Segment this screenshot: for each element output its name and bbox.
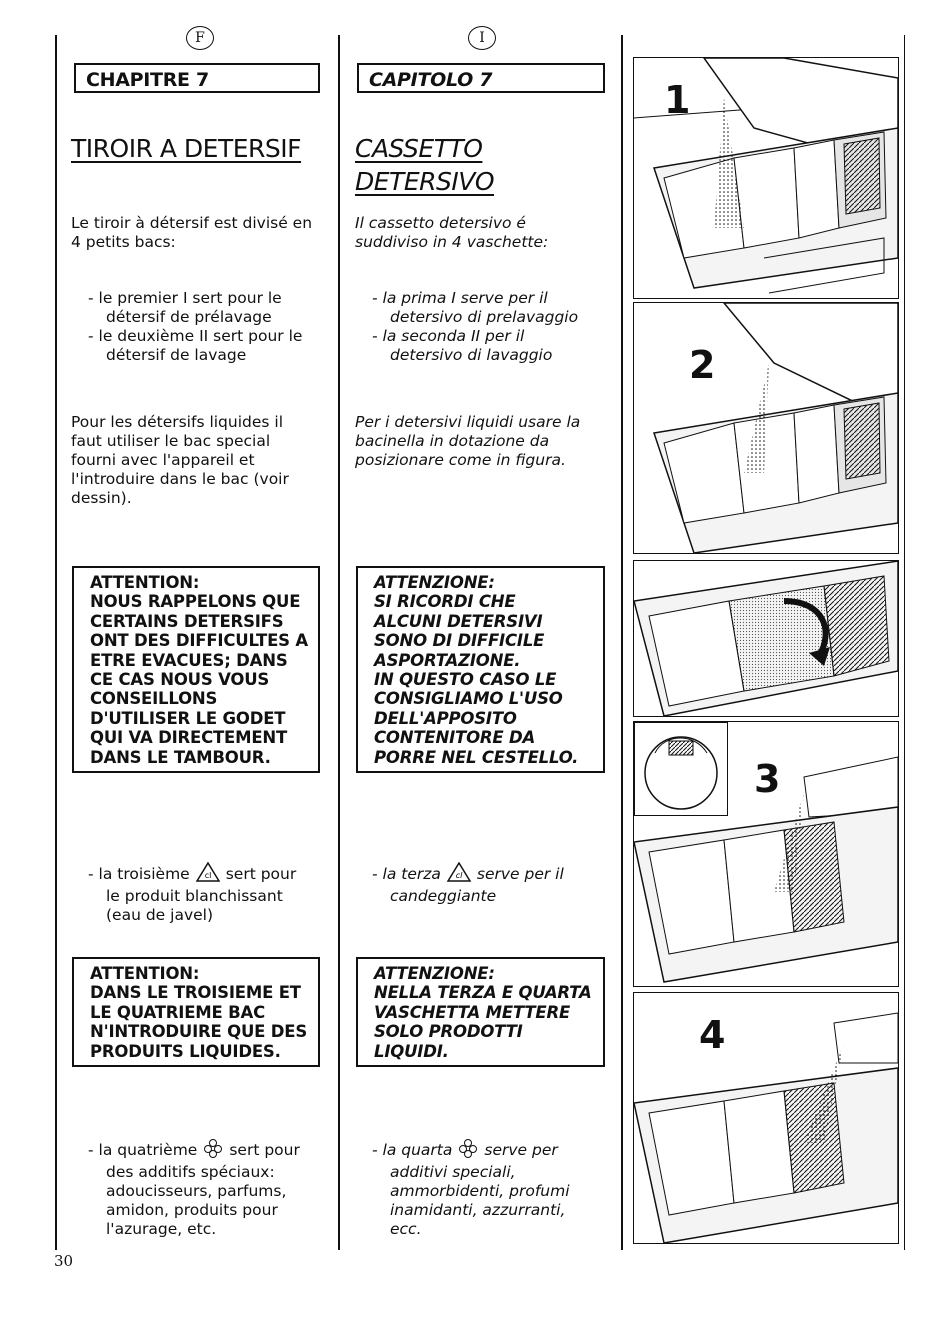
french-language-mark: F [186, 26, 214, 50]
italian-section-title: CASSETTO DETERSIVO [355, 134, 495, 196]
page-number: 30 [54, 1252, 74, 1270]
step-number-4: 4 [699, 1013, 726, 1057]
italian-chapter-heading: CAPITOLO 7 [357, 63, 605, 93]
svg-text:cl: cl [204, 871, 211, 880]
bleach-triangle-icon: cl [446, 861, 472, 887]
step-number-2: 2 [689, 343, 716, 387]
figure-inset-drum-detail [634, 722, 728, 816]
italian-warning-box-1: ATTENZIONE: SI RICORDI CHE ALCUNI DETERS… [356, 566, 605, 773]
french-compartment-list: - le premier I sert pour le détersif de … [88, 289, 303, 364]
italian-intro: Il cassetto detersivo é suddiviso in 4 v… [355, 214, 549, 251]
french-chapter-heading: CHAPITRE 7 [74, 63, 320, 93]
column-rule-far-right [904, 35, 905, 1250]
italian-liquid-detergent-text: Per i detersivi liquidi usare la bacinel… [355, 413, 581, 469]
column-rule-right [621, 35, 623, 1250]
italian-language-mark: I [468, 26, 496, 50]
figure-step-4-softener: 4 [633, 992, 899, 1244]
italian-warning-box-2: ATTENZIONE: NELLA TERZA E QUARTA VASCHET… [356, 957, 605, 1067]
flower-icon [458, 1138, 478, 1163]
french-section-title: TIROIR A DETERSIF [71, 134, 302, 163]
italian-compartment-list: - la prima I serve per il detersivo di p… [372, 289, 579, 364]
step-number-3: 3 [754, 757, 781, 801]
figure-step-1-powder-prewash: 1 [633, 57, 899, 299]
flower-icon [203, 1138, 223, 1163]
french-warning-box-2: ATTENTION: DANS LE TROISIEME ET LE QUATR… [72, 957, 320, 1067]
figure-step-2-powder-wash: 2 [633, 302, 899, 554]
french-warning-box-1: ATTENTION: NOUS RAPPELONS QUE CERTAINS D… [72, 566, 320, 773]
step-number-1: 1 [664, 78, 691, 122]
column-rule-middle [338, 35, 340, 1250]
bleach-triangle-icon: cl [195, 861, 221, 887]
french-liquid-detergent-text: Pour les détersifs liquides il faut util… [71, 413, 289, 507]
figure-step-3-bleach: 3 [633, 721, 899, 987]
french-intro: Le tiroir à détersif est divisé en 4 pet… [71, 214, 313, 251]
column-rule-left [55, 35, 57, 1250]
figure-liquid-detergent-container [633, 560, 899, 717]
svg-text:cl: cl [456, 871, 463, 880]
